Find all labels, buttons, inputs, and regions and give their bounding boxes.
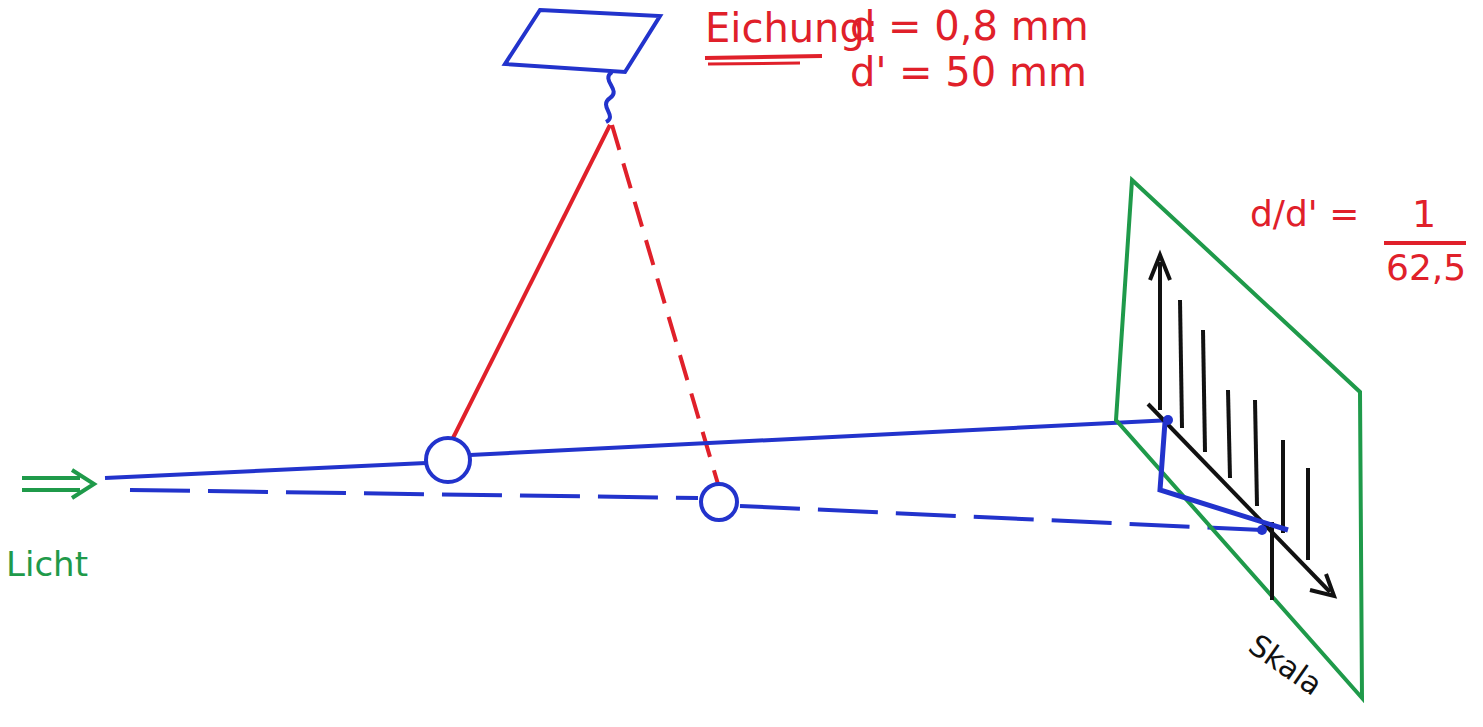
scale-ticks bbox=[1180, 300, 1308, 600]
hook bbox=[606, 72, 614, 122]
light-beam-deflected bbox=[740, 506, 1262, 530]
scale-arrowhead bbox=[1150, 255, 1170, 280]
scale-arrowhead bbox=[1310, 574, 1334, 596]
ratio-label: d/d' = bbox=[1250, 194, 1359, 234]
suspension-thread bbox=[452, 125, 610, 440]
dimension-label: d' = 50 mm bbox=[850, 50, 1087, 94]
ball-deflected bbox=[701, 484, 737, 520]
fraction-numerator: 1 bbox=[1412, 194, 1436, 236]
light-arrow bbox=[22, 476, 80, 480]
light-spot bbox=[1163, 415, 1173, 425]
light-label: Licht bbox=[6, 546, 88, 583]
ceiling-plate bbox=[505, 10, 660, 72]
underline bbox=[708, 63, 800, 64]
underline bbox=[705, 56, 822, 58]
displacement-mark bbox=[1160, 422, 1288, 530]
suspension-thread-deflected bbox=[612, 125, 718, 484]
light-beam bbox=[470, 420, 1172, 455]
scale-plane bbox=[1116, 180, 1362, 698]
scale-axis bbox=[1158, 262, 1162, 410]
light-spot bbox=[1257, 525, 1267, 535]
light-arrow bbox=[72, 470, 94, 498]
dimension-label: d = 0,8 mm bbox=[850, 4, 1089, 48]
light-beam bbox=[105, 463, 426, 478]
light-arrow bbox=[22, 488, 80, 492]
scale-axis bbox=[1148, 404, 1330, 592]
fraction-denominator: 62,5 bbox=[1386, 248, 1466, 288]
ball bbox=[426, 438, 470, 482]
scale-label: Skala bbox=[1243, 628, 1328, 701]
light-beam-deflected bbox=[130, 490, 698, 498]
fraction-bar bbox=[1384, 241, 1466, 245]
